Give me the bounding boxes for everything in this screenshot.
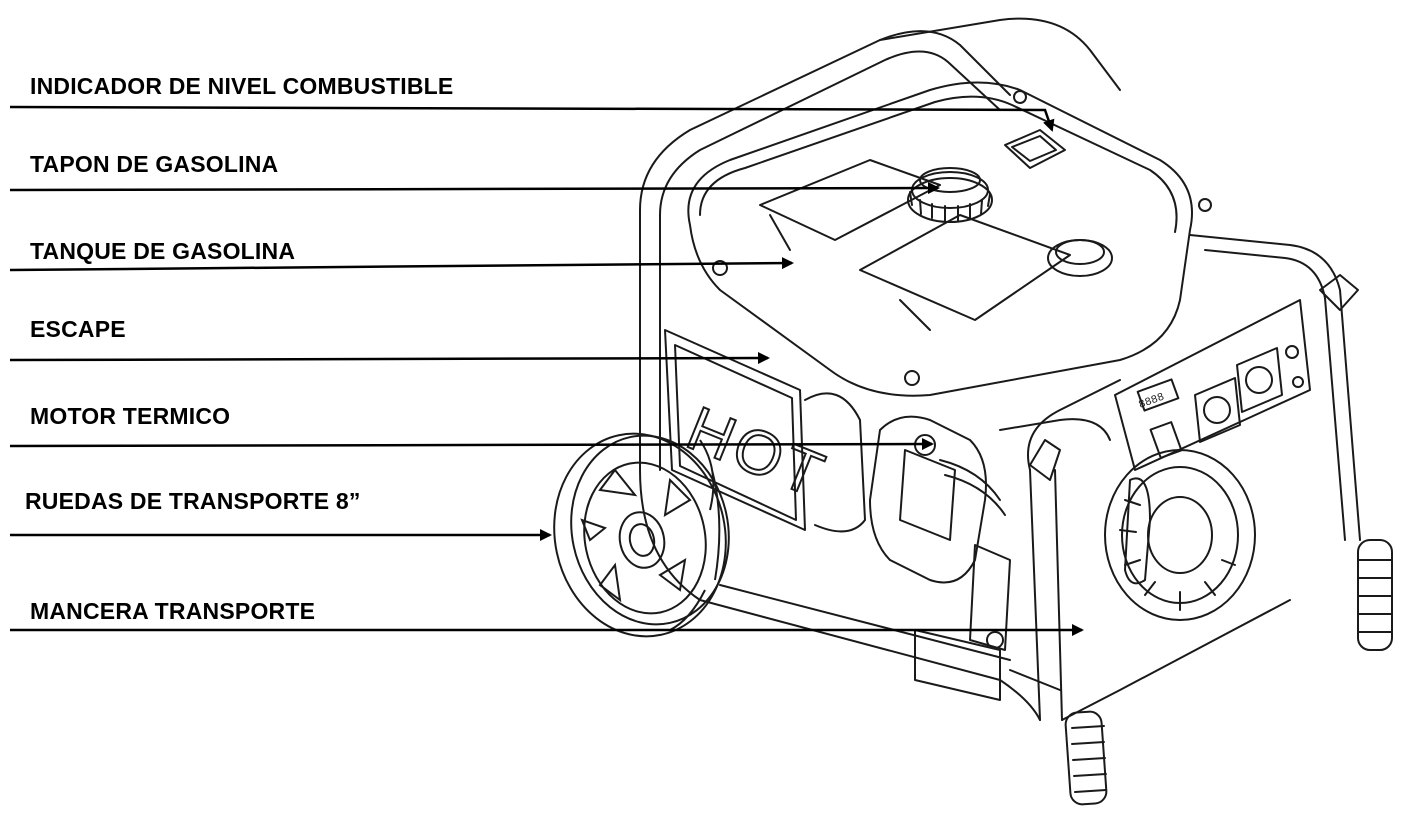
rear-frame [639, 17, 1121, 601]
tank-bolts [712, 90, 1212, 386]
callout-exhaust [9, 352, 770, 365]
label-exhaust: ESCAPE [30, 316, 126, 342]
callout-fuel-cap [9, 182, 940, 195]
exhaust-panel [664, 329, 866, 533]
label-fuel-cap: TAPON DE GASOLINA [30, 151, 279, 177]
front-frame [699, 234, 1361, 721]
fuel-tank [687, 81, 1193, 397]
handle-grips [1029, 274, 1393, 806]
fuel-gauge [1004, 129, 1066, 169]
fuel-cap [907, 167, 993, 223]
label-fuel-level-indicator: INDICADOR DE NIVEL COMBUSTIBLE [30, 73, 454, 99]
label-engine: MOTOR TERMICO [30, 403, 231, 429]
callout-fuel-tank [9, 257, 794, 272]
label-transport-wheels: RUEDAS DE TRANSPORTE 8” [25, 488, 361, 514]
recoil-starter [1104, 449, 1256, 621]
base-plate [914, 629, 1061, 701]
label-transport-handle: MANCERA TRANSPORTE [30, 598, 316, 624]
callout-engine [9, 438, 934, 451]
label-fuel-tank: TANQUE DE GASOLINA [30, 238, 296, 264]
engine [869, 415, 1011, 651]
callout-fuel-gauge [9, 105, 1055, 132]
transport-wheel [553, 432, 730, 638]
control-panel [1114, 299, 1311, 471]
